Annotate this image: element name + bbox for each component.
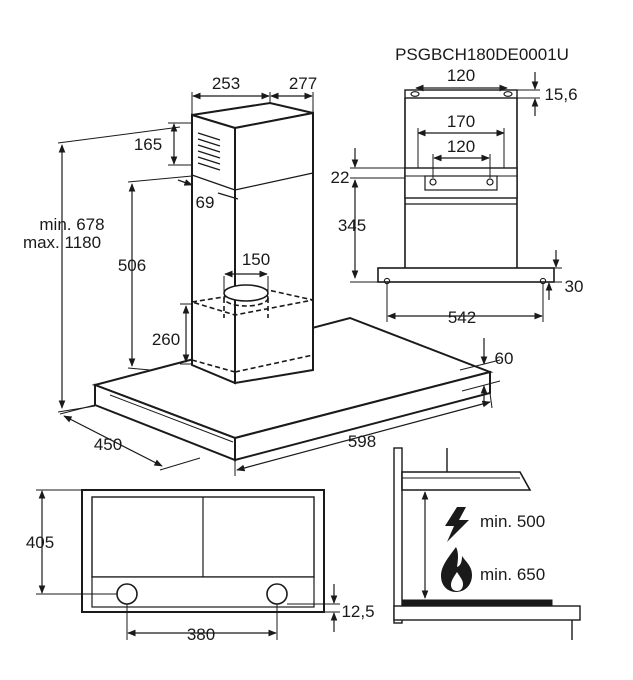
dim-chimney-height: 506: [118, 175, 193, 371]
wall: [393, 447, 403, 624]
total-height-max-label: max. 1180: [23, 233, 101, 252]
lamp-left: [116, 583, 138, 605]
worktop: [393, 605, 581, 621]
flame-icon: [441, 547, 472, 592]
total-height-min-label: min. 678: [39, 215, 104, 234]
dim-vent-offset: 69: [177, 179, 239, 212]
bottom-hole-spacing-label: 380: [187, 625, 215, 644]
top-offset-label: 15,6: [544, 85, 577, 104]
vent-grille: [197, 132, 221, 171]
base-offset-label: 30: [565, 277, 584, 296]
vent-height-label: 165: [134, 135, 162, 154]
hood-width-label: 598: [348, 432, 376, 451]
dim-total-height: min. 678 max. 1180: [23, 126, 181, 413]
lightning-icon: [445, 507, 469, 542]
lamp-right: [266, 583, 288, 605]
edge-offset-label: 12,5: [341, 602, 374, 621]
clearance-view: min. 500 min. 650: [393, 447, 581, 640]
vent-offset-label: 69: [196, 193, 215, 212]
chimney-width-label: 253: [212, 74, 240, 93]
base-hole-spacing-label: 542: [448, 308, 476, 327]
outlet-diameter-label: 150: [242, 250, 270, 269]
bottom-depth-label: 405: [26, 533, 54, 552]
hood-depth-label: 450: [94, 435, 122, 454]
bracket-to-bottom-label: 345: [338, 216, 366, 235]
bracket-width-label: 170: [447, 112, 475, 131]
hood-3d-view: 253 277 165 69 min. 678 max. 1180: [23, 74, 514, 476]
dim-bracket-hole-spacing: 120: [432, 137, 491, 178]
dim-base-hole-spacing: 542: [386, 284, 544, 327]
dim-chimney-depth: 277: [270, 74, 317, 113]
canopy-edge: [377, 267, 555, 283]
bracket-view: PSGBCH180DE0001U 120 15,6: [331, 45, 584, 327]
dim-box-height: 260: [152, 303, 192, 365]
dim-bottom-depth: 405: [26, 489, 117, 595]
top-bracket: [404, 89, 518, 99]
gas-clearance-label: min. 650: [480, 565, 545, 584]
dim-top-offset: 15,6: [517, 72, 578, 116]
hood-profile: [401, 471, 532, 491]
hob-top: [401, 599, 553, 607]
dim-hood-width: 598: [234, 392, 493, 476]
top-hole-spacing-label: 120: [447, 66, 475, 85]
electric-clearance-label: min. 500: [480, 512, 545, 531]
dim-top-hole-spacing: 120: [415, 66, 508, 92]
dim-base-offset: 30: [545, 250, 584, 300]
dim-bracket-to-bottom: 345: [338, 179, 380, 283]
dim-bracket-height: 22: [331, 148, 405, 187]
motor-box-hidden: [191, 289, 314, 373]
chimney-depth-label: 277: [289, 74, 317, 93]
hood-chimney: [191, 101, 314, 385]
dim-edge-offset: 12,5: [287, 584, 375, 632]
box-height-label: 260: [152, 330, 180, 349]
dim-bracket-width: 170: [417, 112, 505, 168]
dim-vent-height: 165: [134, 122, 192, 166]
dim-hood-thickness: 60: [459, 338, 514, 404]
product-code: PSGBCH180DE0001U: [395, 45, 569, 64]
hood-thickness-label: 60: [495, 349, 514, 368]
bottom-view: 405 380 12,5: [26, 489, 375, 644]
bracket-height-label: 22: [331, 168, 350, 187]
support-bracket: [404, 167, 518, 199]
dim-outlet-diameter: 150: [223, 250, 270, 294]
dim-chimney-width: 253: [191, 74, 271, 115]
chimney-height-label: 506: [118, 256, 146, 275]
outlet-collar: [223, 284, 269, 302]
dim-hood-depth: 450: [59, 404, 201, 471]
bracket-hole-spacing-label: 120: [447, 137, 475, 156]
dim-bottom-hole-spacing: 380: [126, 604, 278, 644]
